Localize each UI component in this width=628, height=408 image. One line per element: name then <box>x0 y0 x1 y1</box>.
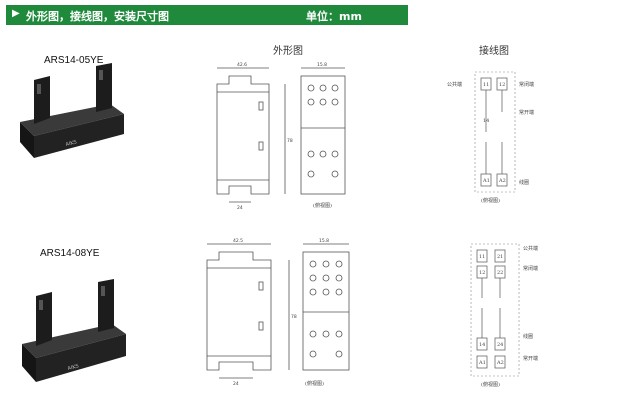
label-no-2: 常开端 <box>523 355 538 362</box>
wiring-diagram-2: 11 21 12 22 14 24 A1 A2 公共端 常闭端 线圈 常开端 (… <box>470 243 538 388</box>
dim-width-1: 42.6 <box>237 62 247 68</box>
outline-caption-1: (俯视图) <box>313 202 332 209</box>
arrow-icon: ▶ <box>12 8 20 19</box>
outline-drawing-1: 42.6 15.8 78 24 (俯视图) <box>216 62 346 211</box>
dim-height-1: 78 <box>287 138 293 144</box>
outline-caption-2: (俯视图) <box>305 380 324 387</box>
label-no-1: 常开端 <box>519 109 534 116</box>
section-header: ▶ 外形图，接线图，安装尺寸图 单位：mm <box>6 5 408 25</box>
dim-base-2: 24 <box>233 381 239 387</box>
terminal-14-b: 14 <box>479 342 485 348</box>
label-common-1: 公共端 <box>447 81 462 88</box>
dim-width-2: 42.5 <box>233 238 243 244</box>
outline-drawing-2: 42.5 15.8 78 24 (俯视图) <box>206 238 350 387</box>
section-title: 外形图，接线图，安装尺寸图 <box>26 10 169 23</box>
terminal-a1: A1 <box>482 178 490 184</box>
terminal-a2: A2 <box>498 178 506 184</box>
terminal-a2-b: A2 <box>496 360 504 366</box>
model-name-1: ARS14-05YE <box>44 55 104 66</box>
wiring-column-title: 接线图 <box>479 46 509 57</box>
wiring-diagram-1: 11 12 14 A1 A2 公共端 常闭端 常开端 线圈 (俯视图) <box>447 71 534 204</box>
terminal-21: 21 <box>497 254 503 260</box>
dim-top-width-2: 15.8 <box>319 238 329 244</box>
svg-text:AIKS: AIKS <box>65 139 77 148</box>
terminal-22: 22 <box>497 270 503 276</box>
terminal-14: 14 <box>483 118 489 124</box>
dim-height-2: 78 <box>291 314 297 320</box>
product-photo-2: AIKS <box>22 279 126 382</box>
product-photo-1: AIKS <box>20 63 124 158</box>
outline-column-title: 外形图 <box>273 46 303 57</box>
unit-label: 单位：mm <box>306 10 362 23</box>
label-common-2: 公共端 <box>523 245 538 252</box>
terminal-11-b: 11 <box>479 254 485 260</box>
wiring-caption-2: (俯视图) <box>481 381 500 388</box>
terminal-12-b: 12 <box>479 270 485 276</box>
terminal-12: 12 <box>499 82 505 88</box>
wiring-caption-1: (俯视图) <box>481 197 500 204</box>
terminal-24: 24 <box>497 342 503 348</box>
svg-text:AIKS: AIKS <box>67 363 79 372</box>
model-name-2: ARS14-08YE <box>40 248 100 259</box>
dim-top-width-1: 15.8 <box>317 62 327 68</box>
label-coil-1: 线圈 <box>519 179 529 186</box>
label-coil-2: 线圈 <box>523 333 533 340</box>
dim-base-1: 24 <box>237 205 243 211</box>
terminal-11: 11 <box>483 82 489 88</box>
label-nc-1: 常闭端 <box>519 81 534 88</box>
label-nc-2: 常闭端 <box>523 265 538 272</box>
terminal-a1-b: A1 <box>478 360 486 366</box>
